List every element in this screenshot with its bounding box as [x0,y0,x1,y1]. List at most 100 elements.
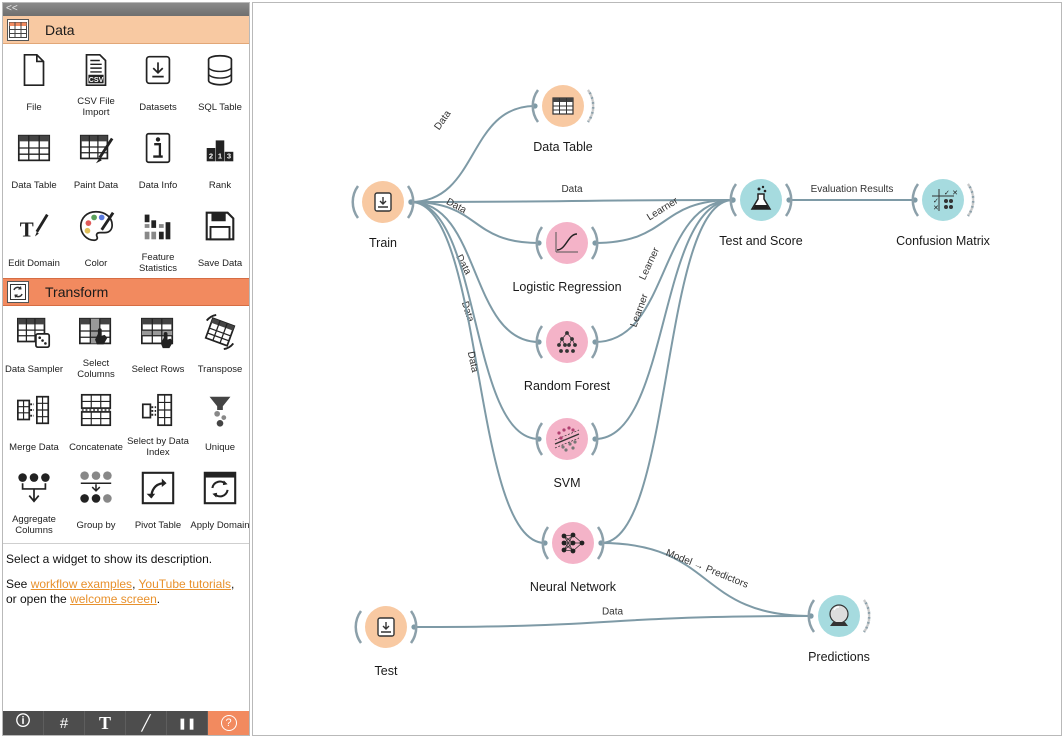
tree-icon [557,331,577,353]
info-icon [138,128,178,168]
text-annotation-button[interactable]: T [85,711,126,735]
link-train-rf[interactable] [410,201,540,343]
table-icon [14,128,54,168]
widget-label: Color [84,257,108,269]
pivot-table-icon [138,468,178,508]
widget-save-data[interactable]: Save Data [189,200,249,278]
widget-data-info[interactable]: Data Info [127,122,189,200]
node-svm[interactable]: SVM [535,418,599,490]
widget-data-sampler[interactable]: Data Sampler [3,306,65,384]
widget-label: Data Table [11,179,57,191]
node-test-score[interactable]: Test and Score [719,179,803,248]
datasets-icon [138,50,178,90]
node-label: SVM [553,476,580,490]
widget-aggregate-columns[interactable]: Aggregate Columns [3,462,65,540]
collapse-icon[interactable]: << [6,3,18,14]
aggregate-columns-icon [14,468,54,508]
transpose-icon [200,312,240,352]
node-predictions[interactable]: Predictions [807,595,871,664]
paint-data-icon [76,128,116,168]
link-svm-test_score[interactable] [594,199,734,440]
help-button[interactable]: ? [208,711,249,735]
info-button[interactable]: 🛈 [3,711,44,735]
widget-data-table[interactable]: Data Table [3,122,65,200]
link-nn-predictions[interactable] [600,542,812,617]
widget-label: Select by Data Index [127,436,189,458]
description-links: See workflow examples, YouTube tutorials… [6,577,235,606]
widget-group-by[interactable]: Group by [65,462,127,540]
output-channel [596,526,605,560]
table-icon [7,18,29,41]
link-train-test_score[interactable] [410,199,734,203]
svg-text:2: 2 [209,151,213,160]
input-channel [354,610,363,644]
widget-color[interactable]: Color [65,200,127,278]
widget-label: Data Sampler [4,363,64,375]
link-train-data_table[interactable] [410,105,536,203]
node-nn[interactable]: Neural Network [530,522,617,594]
widget-sql-table[interactable]: SQL Table [189,44,249,122]
output-channel [406,185,415,219]
output-channel [590,422,599,456]
workflow-examples-link[interactable]: workflow examples [30,577,133,591]
widget-label: Edit Domain [8,257,60,269]
widget-merge-data[interactable]: Merge Data [3,384,65,462]
widget-feature-statistics[interactable]: Feature Statistics [127,200,189,278]
widget-concatenate[interactable]: Concatenate [65,384,127,462]
node-test[interactable]: Test [354,606,418,678]
widget-select-columns[interactable]: Select Columns [65,306,127,384]
widget-label: Merge Data [9,441,59,453]
widget-select-by-data-index[interactable]: Select by Data Index [127,384,189,462]
node-rf[interactable]: Random Forest [524,321,611,393]
data-sampler-icon [14,312,54,352]
info-icon: 🛈 [15,712,31,730]
group-by-icon [76,468,116,508]
node-confusion[interactable]: ✓ ✕✓✕Confusion Matrix [896,179,991,248]
widget-datasets[interactable]: Datasets [127,44,189,122]
link-train-svm[interactable] [410,201,540,440]
node-data-table[interactable]: Data Table [531,85,595,154]
workflow-graph[interactable]: DataDataDataDataDataDataLearnerLearnerLe… [253,3,1061,735]
link-logreg-test_score[interactable] [594,199,734,244]
grid-button[interactable]: # [44,711,85,735]
node-label: Data Table [533,140,593,154]
welcome-screen-link[interactable]: welcome screen [70,592,157,606]
link-nn-test_score[interactable] [600,199,734,544]
node-train[interactable]: Train [351,181,415,250]
sigmoid-icon [555,232,578,253]
widget-label: File [26,101,42,113]
link-label: Data [444,196,468,216]
file-import-icon [374,192,392,212]
widget-label: Datasets [139,101,177,113]
select-rows-icon [138,312,178,352]
category-header-transform[interactable]: Transform [3,278,249,306]
node-logreg[interactable]: Logistic Regression [512,222,622,294]
category-header-data[interactable]: Data [3,16,249,44]
pause-button[interactable]: ❚❚ [167,711,208,735]
widget-select-rows[interactable]: Select Rows [127,306,189,384]
link-train-nn[interactable] [410,201,546,544]
widget-transpose[interactable]: Transpose [189,306,249,384]
arrow-annotation-button[interactable]: ╱ [126,711,167,735]
node-label: Neural Network [530,580,617,594]
dock-collapse-button[interactable]: << [3,3,249,16]
node-label: Test [375,664,398,678]
widget-apply-domain[interactable]: Apply Domain [189,462,249,540]
link-test-predictions[interactable] [413,615,812,628]
widget-pivot-table[interactable]: Pivot Table [127,462,189,540]
widget-paint-data[interactable]: Paint Data [65,122,127,200]
youtube-tutorials-link[interactable]: YouTube tutorials [138,577,232,591]
widget-file[interactable]: File [3,44,65,122]
select-by-index-icon [138,390,178,430]
link-train-logreg[interactable] [410,201,540,244]
widget-label: CSV File Import [77,96,115,118]
node-label: Train [369,236,397,250]
link-rf-test_score[interactable] [594,199,734,343]
widget-unique[interactable]: Unique [189,384,249,462]
